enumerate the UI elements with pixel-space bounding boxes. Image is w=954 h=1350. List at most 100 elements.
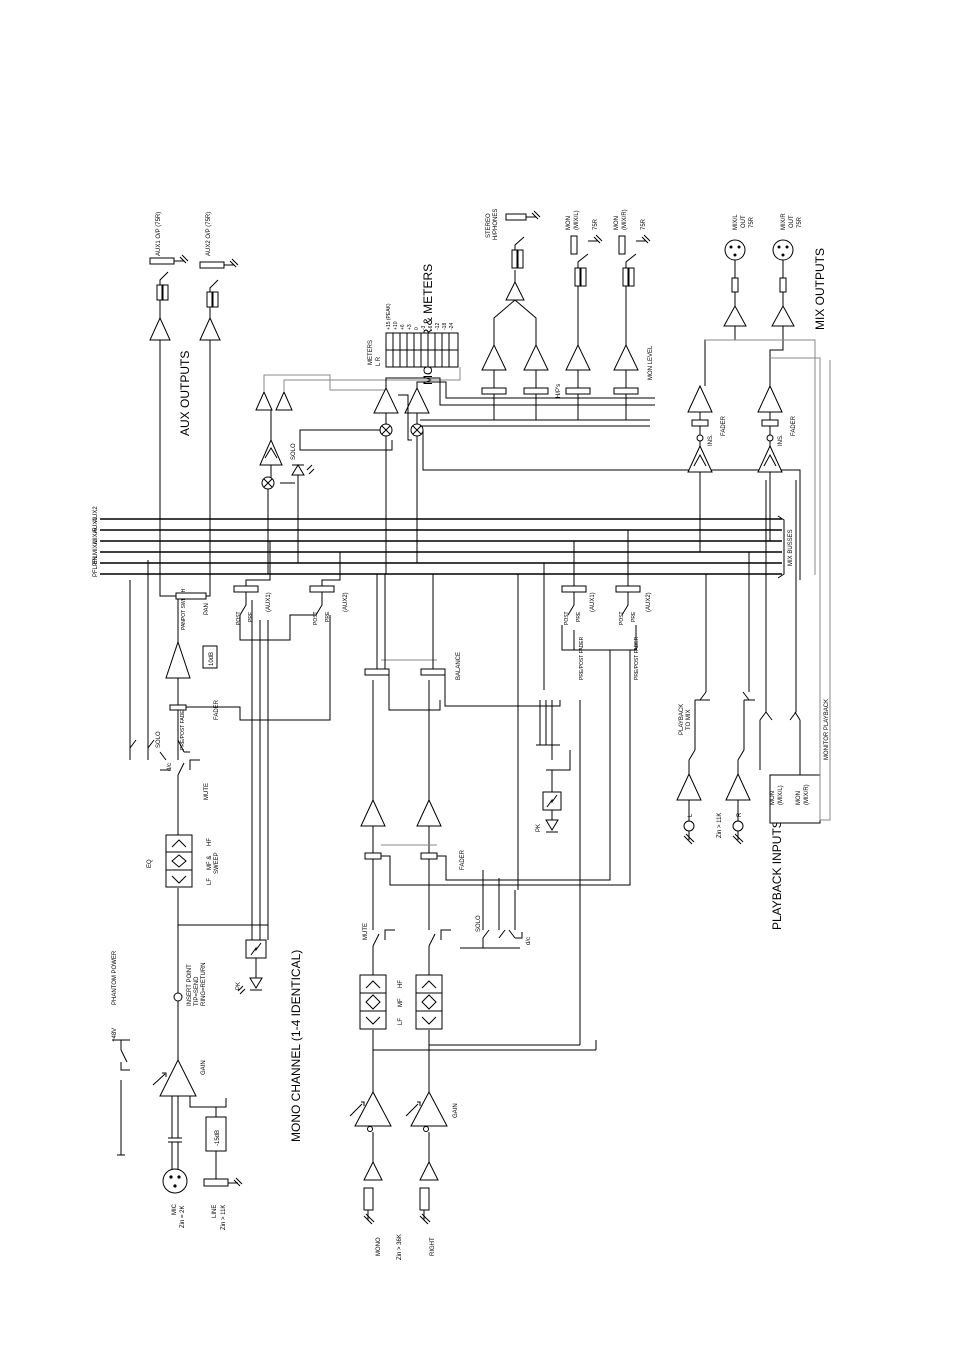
mon-right-amp [404,386,430,414]
playback-r-jack [732,820,744,832]
aux1-post: POST [236,611,242,625]
stereo-aux2-label: (AUX2) [646,592,652,612]
peak-label: PK [236,982,242,990]
monl-label-2: (MIX/L) [574,210,580,230]
hp-right-amp [523,343,549,371]
hp-label-1: STEREO [486,213,492,238]
mon-r-2: (MIX/R) [804,784,810,805]
aux1-pre: PRE [248,611,254,622]
mix-busses-bracket: MIX BUSSES [777,515,794,579]
playback-l-label: L [688,813,694,817]
meter-scale: -18 [442,323,448,330]
mixr-label: MIX/R [781,213,787,230]
mixr-res [779,277,787,293]
stereo-gain-label: GAIN [453,1103,459,1118]
bus-labels: AUX2 AUX1 MIX/R MIX/L PFL PFL EN [93,506,99,577]
stereo-right-eq [415,974,443,1030]
pre-post-label: PRE/POST FADER [180,706,186,750]
mix-outputs: MIX OUTPUTS MIX/L OUT 75R MIX/R OUT 75R … [650,213,827,700]
eq-hf-label: HF [207,838,213,846]
monitor-meters: MONITOR & METERS METERS L R +15 (PEAK) +… [255,209,801,580]
bus-label: AUX1 [93,517,99,533]
stereo-right-jack [419,1187,430,1211]
mixl-fader-amp [687,384,713,413]
bus-label: PFL EN [93,556,99,577]
meter-scale: 0 [414,327,420,330]
stereo-lf: LF [398,1018,404,1025]
mon-left-amp [373,386,399,414]
mon-l-2: (MIX/L) [778,785,784,805]
stereo-left-buffer [363,1160,383,1181]
fader-label: FADER [214,699,220,720]
monr-connector [618,235,626,255]
aux2-pre: PRE [325,611,331,622]
solo-label: SOLO [156,731,162,748]
monr-75r: 75R [641,218,647,230]
stereo-peak-label: PK [536,824,542,832]
hp-jack-b [517,249,524,269]
aux-outputs: AUX OUTPUTS AUX1 O/P (75R) AUX2 O/P (75R… [149,212,239,530]
monr-amp [613,343,639,371]
mixr-75r: 75R [797,216,803,228]
eq-label: EQ [147,859,153,868]
monl-amp [565,343,591,371]
pad-label: -15dB [215,1130,221,1146]
stereo-right-buffer [419,1160,439,1181]
line-impedance: Zin > 11K [221,1205,227,1230]
mixl-label: MIX/L [733,214,739,230]
mixl-insert [696,434,704,442]
stereo-left-eq [359,974,387,1030]
mono-fader [169,704,187,711]
mixl-75r: 75R [749,216,755,228]
monl-connector [570,235,578,255]
aux1-jack-b [162,284,169,301]
aux1-output-label: AUX1 O/P (75R) [156,212,162,256]
mixl-out: OUT [741,215,747,228]
playback-l-jack [683,820,695,832]
aux1-pot-label: (AUX1) [266,592,272,612]
insert-point [173,992,183,1002]
line-jack [203,1178,229,1187]
db10-box [202,645,218,669]
mixl-out-amp [723,304,747,327]
stereo-right-gain [410,1090,448,1127]
mono-eq [165,834,193,888]
stereo-aux1-post: POST [564,611,570,625]
mixr-fader [761,419,779,427]
hp-connector [505,213,527,221]
mixl-xlr [724,239,746,261]
phantom-voltage: +48V [112,1028,118,1042]
monr-pot [613,387,639,395]
stereo-mono-jack [363,1187,374,1211]
line-label: LINE [212,1205,218,1218]
stereo-fader-label: FADER [460,849,466,870]
stereo-right-label: RIGHT [430,1237,436,1256]
monl-pot [565,387,591,395]
monl-jack-a [574,267,581,287]
aux2-output-label: AUX2 O/P (75R) [206,212,212,256]
meters-lr: L R [376,356,382,366]
mute-label: MUTE [204,783,210,800]
insert-line3: RING=RETURN [201,962,207,1006]
aux2-jack-b [212,291,219,308]
aux-outputs-title: AUX OUTPUTS [178,351,192,436]
meter-scale: +10 [393,321,399,330]
stereo-aux1-pre: PRE [576,611,582,622]
mixl-sum-amp [687,444,713,473]
meter-scale: -3 [421,325,427,330]
stereo-zin-label: Zin > 36K [397,1234,403,1260]
stereo-left-gain [354,1090,392,1127]
mono-channel: MIC Zin = 2K LINE Zin > 11K -15dB +48V P… [112,519,349,1230]
phantom-label: PHANTOM POWER [112,950,118,1005]
mic-gain-label: GAIN [201,1060,207,1075]
aux1-output-connector [149,257,175,265]
monitor-playback-label: MONITOR PLAYBACK [824,699,830,760]
stereo-left-fader [364,852,382,860]
mono-channel-title: MONO CHANNEL (1-4 IDENTICAL) [289,950,303,1142]
stereo-solo-label: SOLO [476,915,482,932]
hp-jack-a [511,249,518,269]
mixr-sum-amp [757,444,783,473]
stereo-aux2-pre: PRE [631,611,637,622]
monr-jack-a [622,267,629,287]
